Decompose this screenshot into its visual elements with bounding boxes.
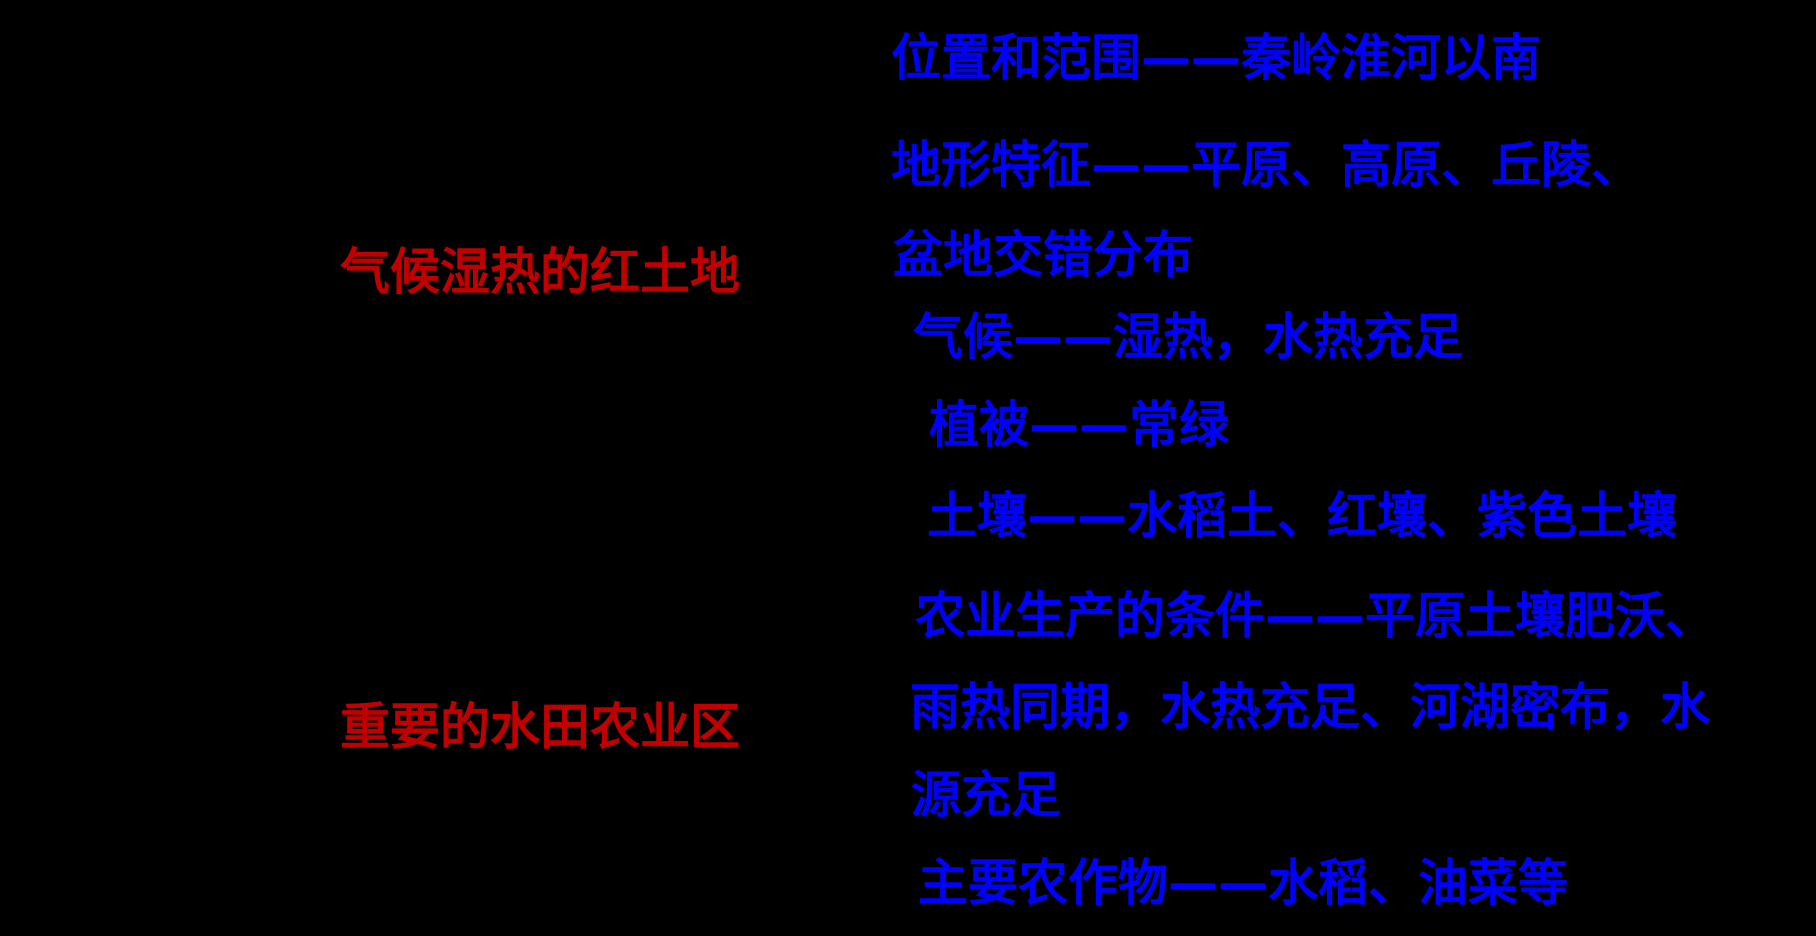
section-heading-red-soil-land: 气候湿热的红土地 [340, 243, 740, 301]
detail-line-terrain-features-wrap: 盆地交错分布 [893, 226, 1193, 284]
detail-line-terrain-features: 地形特征——平原、高原、丘陵、 [891, 136, 1641, 194]
section-heading-paddy-agriculture-region: 重要的水田农业区 [340, 698, 740, 756]
detail-line-soil: 土壤——水稻土、红壤、紫色土壤 [927, 487, 1677, 545]
detail-line-agriculture-conditions-wrap1: 雨热同期，水热充足、河湖密布，水 [910, 678, 1710, 736]
detail-line-climate: 气候——湿热，水热充足 [913, 308, 1463, 366]
detail-line-agriculture-conditions: 农业生产的条件——平原土壤肥沃、 [915, 587, 1715, 645]
detail-line-location-range: 位置和范围——秦岭淮河以南 [891, 29, 1541, 87]
detail-line-vegetation: 植被——常绿 [929, 396, 1229, 454]
detail-line-main-crops: 主要农作物——水稻、油菜等 [918, 854, 1568, 912]
detail-line-agriculture-conditions-wrap2: 源充足 [911, 766, 1061, 824]
